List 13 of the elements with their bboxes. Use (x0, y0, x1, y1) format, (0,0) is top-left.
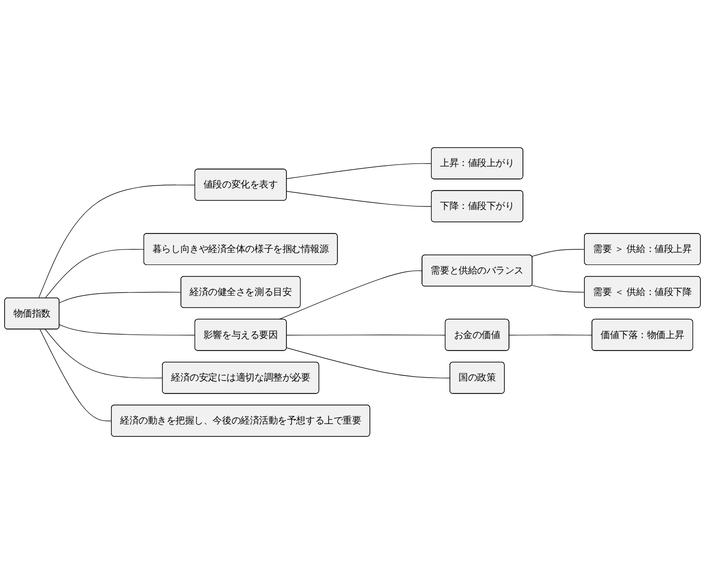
connector (44, 328, 163, 378)
connector (40, 328, 112, 421)
connector (286, 347, 450, 378)
connector (59, 291, 182, 303)
connector (286, 190, 432, 206)
connector (508, 334, 592, 335)
connector (38, 184, 196, 298)
connector (532, 284, 585, 292)
connector (286, 162, 432, 178)
connector (44, 248, 144, 298)
connector (59, 324, 196, 335)
connector (532, 248, 585, 256)
connector (286, 334, 446, 335)
